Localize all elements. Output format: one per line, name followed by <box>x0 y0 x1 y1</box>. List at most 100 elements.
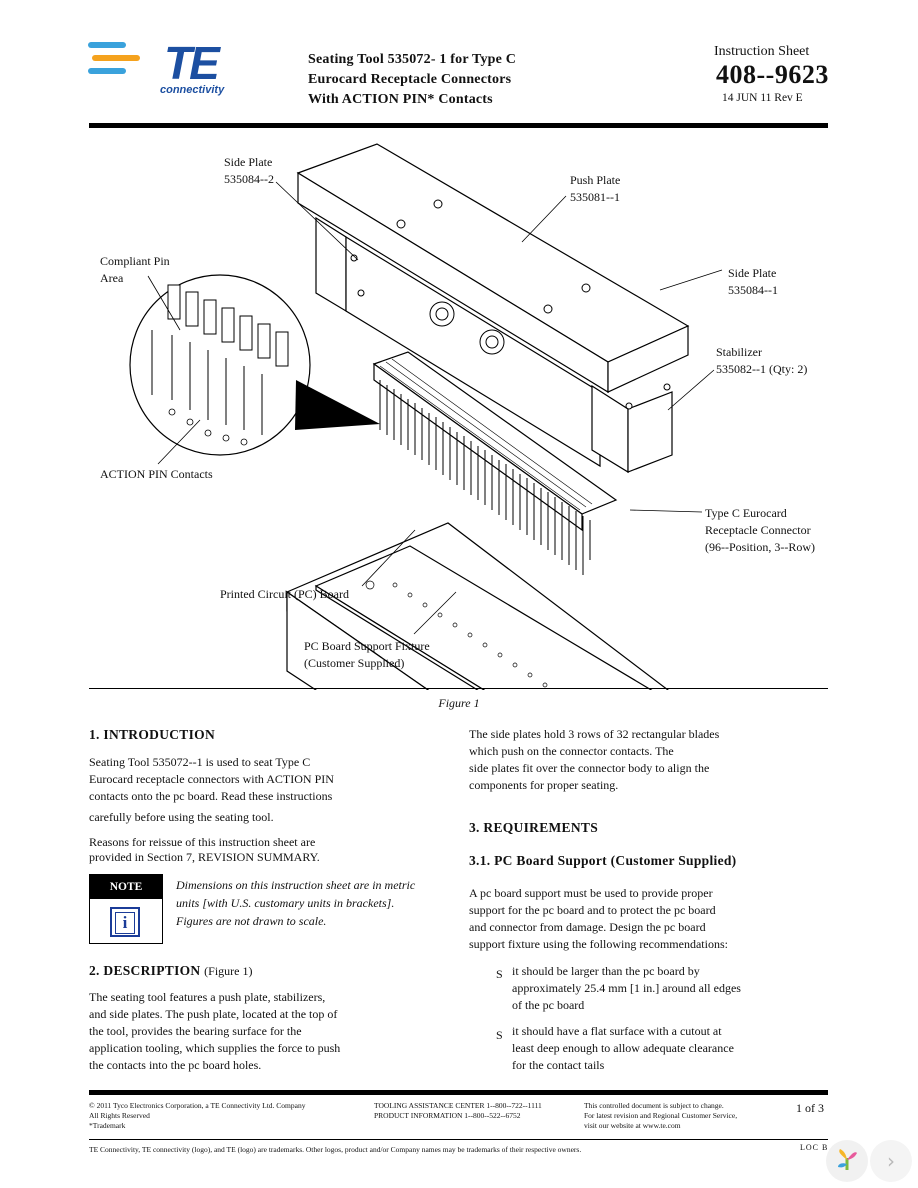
reissue-paragraph: Reasons for reissue of this instruction … <box>89 835 389 865</box>
text-line: provided in Section 7, REVISION SUMMARY. <box>89 850 320 864</box>
next-page-button[interactable]: › <box>870 1140 912 1182</box>
header-rule <box>89 123 828 128</box>
footer-contacts: TOOLING ASSISTANCE CENTER 1--800--722--1… <box>374 1101 594 1121</box>
text-line: for the contact tails <box>512 1058 605 1072</box>
label-push-plate: Push Plate 535081--1 <box>570 172 620 206</box>
text-line: contacts onto the pc board. Read these i… <box>89 789 333 803</box>
label-line: Compliant Pin <box>100 254 170 268</box>
label-side-plate-2: Side Plate 535084--2 <box>224 154 274 188</box>
viewer-logo-button[interactable] <box>826 1140 868 1182</box>
document-date-rev: 14 JUN 11 Rev E <box>722 92 803 104</box>
intro-heading: 1. INTRODUCTION <box>89 727 216 742</box>
label-compliant-pin: Compliant Pin Area <box>100 253 170 287</box>
location-code: LOC B <box>800 1143 829 1152</box>
heading-text: 2. DESCRIPTION <box>89 963 201 978</box>
text-line: A pc board support must be used to provi… <box>469 886 713 900</box>
intro-paragraph: Seating Tool 535072--1 is used to seat T… <box>89 754 389 826</box>
label-line: 535081--1 <box>570 190 620 204</box>
svg-text:TE: TE <box>164 38 221 89</box>
requirements-heading: 3. REQUIREMENTS <box>469 820 599 835</box>
text-line: of the pc board <box>512 998 585 1012</box>
footer-line: TOOLING ASSISTANCE CENTER 1--800--722--1… <box>374 1101 542 1110</box>
text-line: it should be larger than the pc board by <box>512 964 700 978</box>
figure-rule <box>89 688 828 689</box>
text-line: The side plates hold 3 rows of 32 rectan… <box>469 727 720 741</box>
text-line: and side plates. The push plate, located… <box>89 1007 338 1021</box>
label-action-pin: ACTION PIN Contacts <box>100 467 213 481</box>
text-line: the contacts into the pc board holes. <box>89 1058 262 1072</box>
label-line: Push Plate <box>570 173 621 187</box>
footer-line: *Trademark <box>89 1121 126 1130</box>
note-box: NOTE i <box>89 874 163 944</box>
instruction-sheet-label: Instruction Sheet <box>714 44 810 59</box>
pc-board-support-heading: 3.1. PC Board Support (Customer Supplied… <box>469 853 737 868</box>
document-title: Seating Tool 535072- 1 for Type C Euroca… <box>308 50 516 110</box>
text-line: carefully before using the seating tool. <box>89 810 274 824</box>
label-line: 535082--1 (Qty: 2) <box>716 362 808 376</box>
text-line: it should have a flat surface with a cut… <box>512 1024 722 1038</box>
label-line: Stabilizer <box>716 345 762 359</box>
logo-tagline: connectivity <box>160 84 225 96</box>
text-line: The seating tool features a push plate, … <box>89 990 326 1004</box>
figure-caption: Figure 1 <box>438 696 480 710</box>
text-line: Dimensions on this instruction sheet are… <box>176 878 416 892</box>
footer-rule <box>89 1090 828 1095</box>
label-pc-board: Printed Circuit (PC) Board <box>220 587 349 601</box>
label-line: Type C Eurocard <box>705 506 787 520</box>
document-number: 408--9623 <box>716 60 829 89</box>
label-side-plate-1: Side Plate 535084--1 <box>728 265 778 299</box>
label-line: (Customer Supplied) <box>304 656 405 670</box>
te-logo: TE connectivity <box>86 37 246 100</box>
text-line: support for the pc board and to protect … <box>469 903 716 917</box>
requirements-paragraph: A pc board support must be used to provi… <box>469 885 789 953</box>
bullet-icon: S <box>496 967 503 981</box>
title-line-2: Eurocard Receptacle Connectors <box>308 72 512 87</box>
note-text: Dimensions on this instruction sheet are… <box>176 876 456 930</box>
label-line: 535084--2 <box>224 172 274 186</box>
side-plates-paragraph: The side plates hold 3 rows of 32 rectan… <box>469 726 779 794</box>
footer-line: visit our website at www.te.com <box>584 1121 681 1130</box>
text-line: units [with U.S. customary units in brac… <box>176 896 395 910</box>
label-line: Receptacle Connector <box>705 523 811 537</box>
seating-tool-illustration <box>129 143 723 690</box>
footer-line: All Rights Reserved <box>89 1111 150 1120</box>
title-line-3: With ACTION PIN* Contacts <box>308 92 493 107</box>
text-line: approximately 25.4 mm [1 in.] around all… <box>512 981 741 995</box>
bullet-2: it should have a flat surface with a cut… <box>512 1023 782 1074</box>
text-line: least deep enough to allow adequate clea… <box>512 1041 734 1055</box>
text-line: and connector from damage. Design the pc… <box>469 920 706 934</box>
label-line: (96--Position, 3--Row) <box>705 540 815 554</box>
bullet-1: it should be larger than the pc board by… <box>512 963 782 1014</box>
description-paragraph: The seating tool features a push plate, … <box>89 989 389 1074</box>
text-line: Reasons for reissue of this instruction … <box>89 835 316 849</box>
text-line: Eurocard receptacle connectors with ACTI… <box>89 772 334 786</box>
description-heading: 2. DESCRIPTION (Figure 1) <box>89 963 252 979</box>
trademark-notice: TE Connectivity, TE connectivity (logo),… <box>89 1145 582 1154</box>
text-line: support fixture using the following reco… <box>469 937 728 951</box>
page-number: 1 of 3 <box>796 1101 824 1115</box>
title-line-1: Seating Tool 535072- 1 for Type C <box>308 52 517 67</box>
label-line: Area <box>100 271 124 285</box>
label-line: Side Plate <box>224 155 273 169</box>
label-line: Side Plate <box>728 266 777 280</box>
leaf-icon <box>838 1149 857 1170</box>
text-line: Seating Tool 535072--1 is used to seat T… <box>89 755 311 769</box>
note-label: NOTE <box>90 875 162 899</box>
footer-thin-rule <box>89 1139 828 1140</box>
bullet-icon: S <box>496 1028 503 1042</box>
footer-line: © 2011 Tyco Electronics Corporation, a T… <box>89 1101 306 1110</box>
text-line: side plates fit over the connector body … <box>469 761 710 775</box>
label-stabilizer: Stabilizer 535082--1 (Qty: 2) <box>716 344 807 378</box>
text-line: components for proper seating. <box>469 778 619 792</box>
footer-line: For latest revision and Regional Custome… <box>584 1111 738 1120</box>
label-connector: Type C Eurocard Receptacle Connector (96… <box>705 505 815 556</box>
text-line: Figures are not drawn to scale. <box>176 914 327 928</box>
info-glyph: i <box>115 912 135 934</box>
text-line: which push on the connector contacts. Th… <box>469 744 674 758</box>
text-line: application tooling, which supplies the … <box>89 1041 341 1055</box>
info-icon: i <box>110 907 140 937</box>
footer-line: This controlled document is subject to c… <box>584 1101 724 1110</box>
figure-ref: (Figure 1) <box>204 964 253 978</box>
label-line: 535084--1 <box>728 283 778 297</box>
label-line: PC Board Support Fixture <box>304 639 430 653</box>
